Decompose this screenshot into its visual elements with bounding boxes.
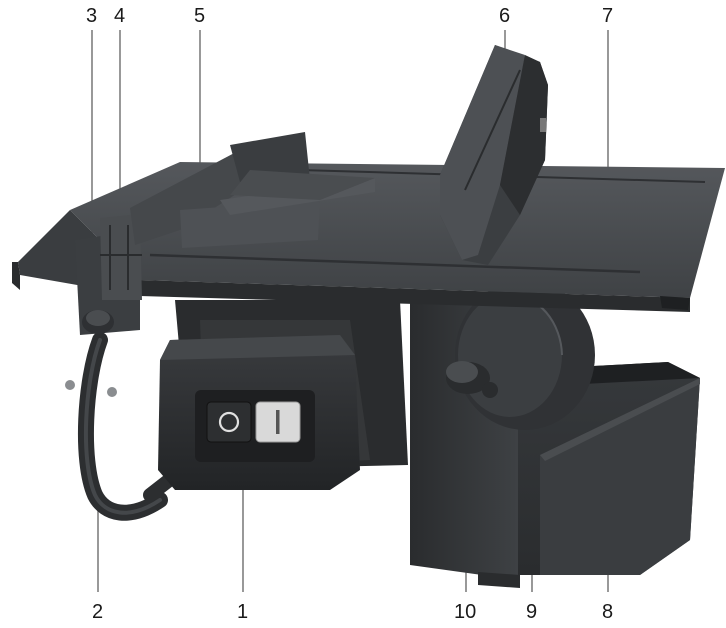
callout-2: 2 [92, 601, 103, 623]
bevel-lock-knob[interactable] [446, 361, 498, 398]
callout-4: 4 [114, 5, 125, 27]
callout-5: 5 [194, 5, 205, 27]
callout-6: 6 [499, 5, 510, 27]
callout-8: 8 [602, 601, 613, 623]
callout-3: 3 [86, 5, 97, 27]
callout-1: 1 [237, 601, 248, 623]
callout-9: 9 [526, 601, 537, 623]
callout-labels: 3 4 5 6 7 2 1 10 9 8 [86, 5, 613, 623]
bolt-icon [65, 380, 117, 397]
blade-guard [440, 45, 548, 265]
fence-lock-knob[interactable] [82, 310, 114, 334]
rip-fence-rail [75, 214, 142, 335]
parallel-fence [130, 132, 375, 248]
power-switch[interactable] [206, 401, 301, 443]
callout-10: 10 [454, 601, 476, 623]
callout-7: 7 [602, 5, 613, 27]
